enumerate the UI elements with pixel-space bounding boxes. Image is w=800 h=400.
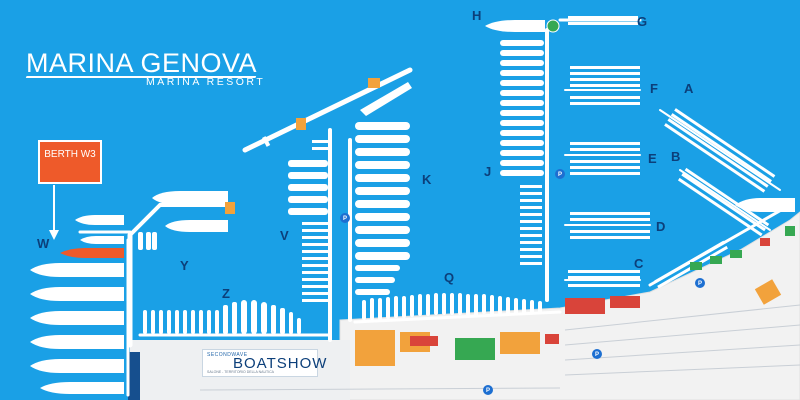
buildings [225,78,795,366]
pier-e-boats [570,142,640,175]
pier-label-a: A [684,81,694,96]
pier-label-c: C [634,256,644,271]
pier-label-h: H [472,8,481,23]
pier-q-boats [362,293,542,320]
pier-label-q: Q [444,270,454,285]
pier-label-k: K [422,172,432,187]
brand-underline [25,76,257,78]
parking-icon-4: P [595,352,599,358]
pier-z-boats [143,300,301,334]
parking-icon-1: P [343,216,347,222]
boatshow-foot-text: SALONE - TERRITORIO DELLA NAUTICA [207,370,274,374]
boatshow-logo: SECONDWAVE BOATSHOW SALONE - TERRITORIO … [202,349,326,377]
berth-callout-label: BERTH W3 [44,149,96,160]
pier-label-j: J [484,164,491,179]
pier-label-b: B [671,149,680,164]
parking-icons [340,169,705,395]
berth-combs [30,16,795,394]
boatshow-big-text: BOATSHOW [233,355,328,372]
pier-label-e: E [648,151,657,166]
pier-c-boats [568,270,640,287]
pier-label-z: Z [222,286,230,301]
brand-title: MARINA GENOVA [26,48,258,78]
parking-icon-5: P [486,388,490,394]
boatshow-small-text: SECONDWAVE [207,352,248,358]
pier-label-f: F [650,81,658,96]
green-marker-icon [546,19,560,33]
parking-rows [199,304,800,391]
pier-j-boats [500,40,544,265]
brand: MARINA GENOVA MARINA RESORT [25,48,286,88]
pier-y-boats [138,191,228,250]
brand-subtitle: MARINA RESORT [146,76,266,88]
pier-d-boats [570,212,650,239]
pier-w-boats [30,215,124,394]
parking-icon-2: P [558,172,562,178]
pier-label-v: V [280,228,289,243]
callout-arrow-icon [49,185,59,240]
pier-label-d: D [656,219,665,234]
pier-g-boats [568,16,638,25]
berth-callout: BERTH W3 [38,140,102,184]
pier-a-boats [664,108,776,193]
pier-v-boats [288,140,330,302]
pier-top-boats [262,82,412,147]
pier-h-boat [485,20,545,32]
parking-icon-3: P [698,281,702,287]
pier-label-y: Y [180,258,189,273]
pier-b-boats [677,167,770,237]
pier-label-w: W [37,236,50,251]
pier-k-boats [355,122,410,295]
pier-label-g: G [637,14,647,29]
pier-b-yacht [735,198,795,212]
dark-strip [128,352,140,400]
pier-f-boats [570,66,640,105]
